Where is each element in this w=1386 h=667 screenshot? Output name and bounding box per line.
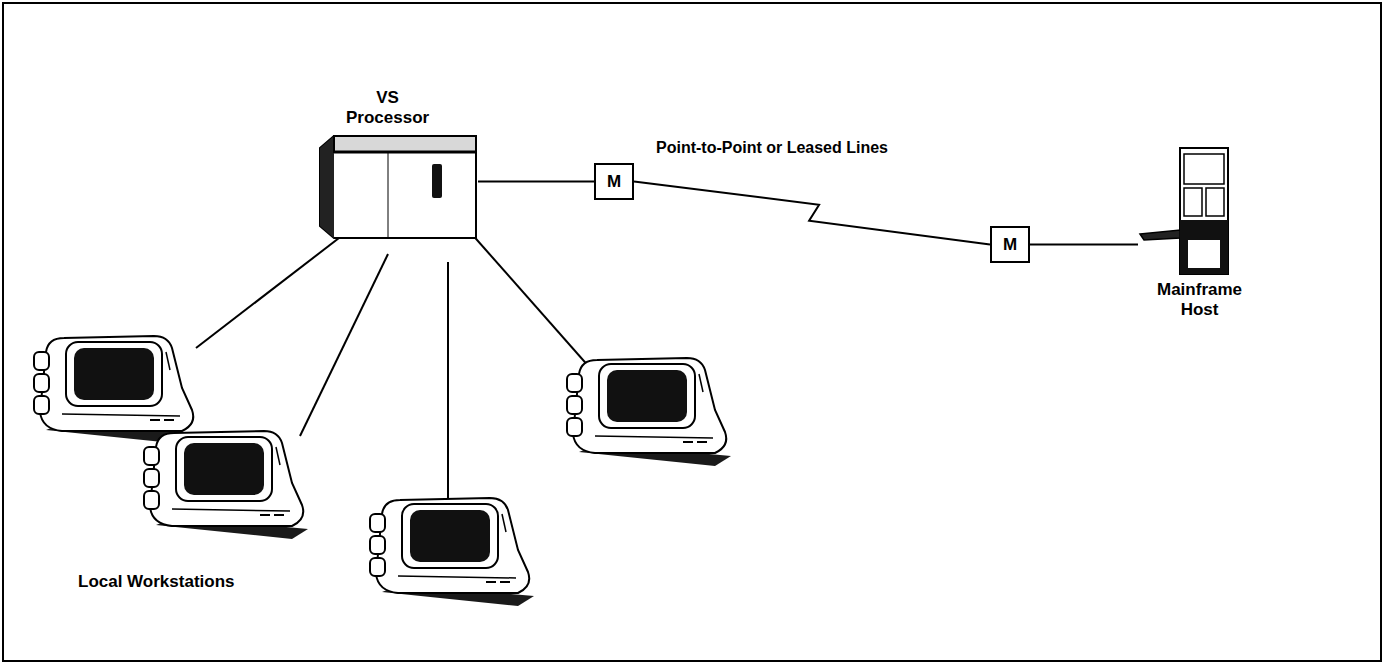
modem-label: M	[1003, 235, 1017, 255]
workstation	[567, 358, 731, 466]
cabinet-top	[334, 136, 476, 152]
connector-line	[478, 181, 594, 183]
mainframe-base	[1180, 220, 1228, 274]
mainframe-cabinet	[1180, 148, 1228, 274]
vs-processor: VS Processor	[318, 88, 478, 242]
workstation	[34, 336, 198, 444]
mainframe-illustration	[1138, 146, 1230, 276]
mainframe-shelf	[1140, 230, 1180, 240]
mainframe-panel	[1184, 188, 1202, 216]
wire	[447, 262, 449, 500]
wire	[300, 254, 388, 436]
node-label: Mainframe Host	[1157, 280, 1242, 320]
caption-label: Local Workstations	[78, 572, 235, 592]
line-label: Point-to-Point or Leased Lines	[656, 138, 888, 158]
modem-box: M	[990, 226, 1030, 263]
connector-line	[634, 182, 990, 245]
mainframe-host: Mainframe Host	[1138, 146, 1230, 322]
workstation	[144, 431, 308, 539]
mainframe-panel	[1206, 188, 1224, 216]
modem-box: M	[594, 163, 634, 200]
mainframe-panel	[1184, 154, 1224, 184]
wire	[196, 228, 352, 348]
modem-label: M	[607, 172, 621, 192]
mainframe-door	[1188, 240, 1220, 268]
vs-cabinet	[318, 134, 478, 242]
cabinet-side	[320, 136, 334, 238]
connector-line	[1030, 244, 1138, 246]
cabinet-seam	[388, 152, 389, 238]
workstation	[370, 498, 534, 606]
cabinet-body	[320, 136, 476, 238]
cabinet-seam	[334, 151, 476, 154]
cabinet-window	[432, 164, 442, 198]
node-label: VS Processor	[346, 88, 429, 128]
